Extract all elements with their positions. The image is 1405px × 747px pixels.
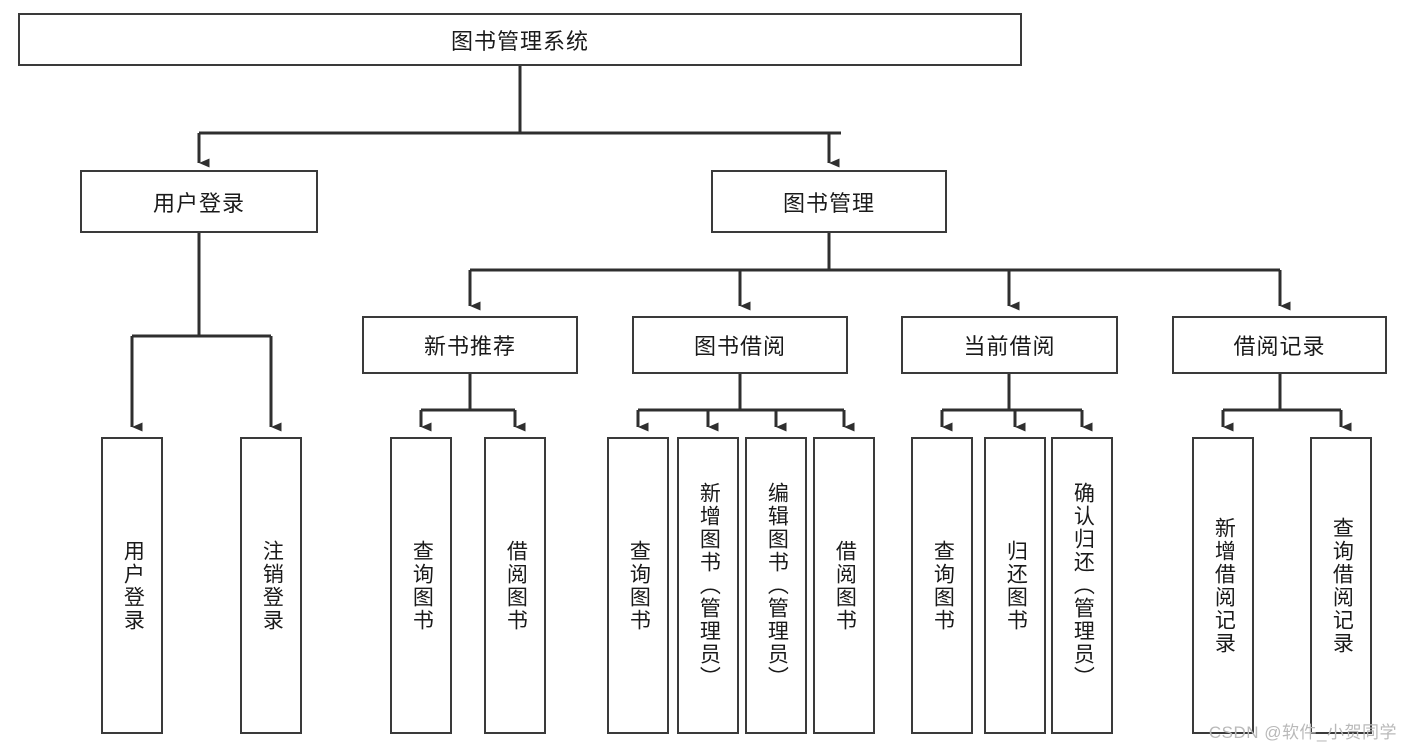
node-book-borrow[interactable]: 图书借阅 (632, 316, 848, 374)
node-book-manage[interactable]: 图书管理 (711, 170, 947, 233)
node-leaf-borrow-book-1-label: 借阅图书 (504, 539, 528, 632)
node-leaf-borrow-book-2[interactable]: 借阅图书 (813, 437, 875, 734)
node-current-borrow-label: 当前借阅 (963, 334, 1056, 359)
node-leaf-query-book-2-label: 查询图书 (627, 539, 651, 632)
node-book-manage-label: 图书管理 (782, 190, 875, 216)
node-leaf-logout[interactable]: 注销登录 (240, 437, 302, 734)
node-leaf-add-book-label: 新增图书（管理员） (697, 482, 721, 689)
node-leaf-edit-book-label: 编辑图书（管理员） (765, 482, 789, 689)
node-leaf-edit-book[interactable]: 编辑图书（管理员） (745, 437, 807, 734)
node-leaf-return-book[interactable]: 归还图书 (984, 437, 1046, 734)
node-root[interactable]: 图书管理系统 (18, 13, 1022, 66)
node-leaf-query-book-1[interactable]: 查询图书 (390, 437, 452, 734)
node-leaf-user-login-label: 用户登录 (121, 539, 145, 632)
node-user-login-label: 用户登录 (152, 190, 245, 216)
node-leaf-borrow-book-1[interactable]: 借阅图书 (484, 437, 546, 734)
node-leaf-logout-label: 注销登录 (260, 539, 284, 632)
node-leaf-query-book-3-label: 查询图书 (931, 539, 955, 632)
node-borrow-record-label: 借阅记录 (1233, 334, 1326, 359)
node-new-book-rec-label: 新书推荐 (423, 334, 516, 359)
node-leaf-confirm-return[interactable]: 确认归还（管理员） (1051, 437, 1113, 734)
node-new-book-rec[interactable]: 新书推荐 (362, 316, 578, 374)
node-leaf-query-record[interactable]: 查询借阅记录 (1310, 437, 1372, 734)
node-borrow-record[interactable]: 借阅记录 (1172, 316, 1387, 374)
node-leaf-query-book-2[interactable]: 查询图书 (607, 437, 669, 734)
node-leaf-add-record[interactable]: 新增借阅记录 (1192, 437, 1254, 734)
node-leaf-confirm-return-label: 确认归还（管理员） (1071, 482, 1095, 689)
node-book-borrow-label: 图书借阅 (693, 334, 786, 359)
node-leaf-query-record-label: 查询借阅记录 (1330, 516, 1354, 655)
node-leaf-query-book-3[interactable]: 查询图书 (911, 437, 973, 734)
node-leaf-return-book-label: 归还图书 (1004, 539, 1028, 632)
node-leaf-add-record-label: 新增借阅记录 (1212, 516, 1236, 655)
node-leaf-borrow-book-2-label: 借阅图书 (833, 539, 857, 632)
node-root-label: 图书管理系统 (450, 28, 589, 54)
node-current-borrow[interactable]: 当前借阅 (901, 316, 1118, 374)
node-leaf-user-login[interactable]: 用户登录 (101, 437, 163, 734)
node-leaf-add-book[interactable]: 新增图书（管理员） (677, 437, 739, 734)
node-leaf-query-book-1-label: 查询图书 (410, 539, 434, 632)
node-user-login[interactable]: 用户登录 (80, 170, 318, 233)
